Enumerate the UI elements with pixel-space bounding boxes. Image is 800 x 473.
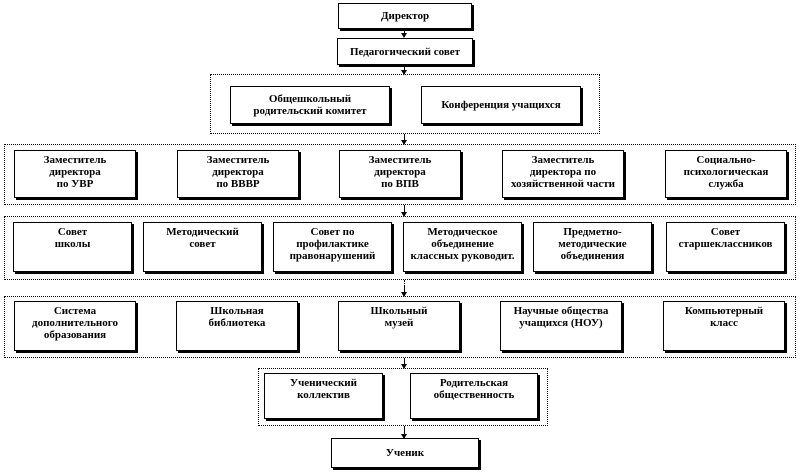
student-label: Ученик [385,447,425,459]
arrow-deputies-to-councils [401,205,407,217]
deputy-household-label: Заместитель директора по хозяйственной ч… [511,154,615,190]
deputy-household-box: Заместитель директора по хозяйственной ч… [502,150,624,198]
deputy-vvvr-box: Заместитель директора по ВВВР [177,150,299,198]
arrow-council-to-group1 [401,66,407,75]
museum-box: Школьный музей [338,301,460,351]
ped-council-box: Педагогический совет [337,38,473,65]
student-box: Ученик [331,438,479,468]
school-council-box: Совет школы [13,222,132,272]
nou-label: Научные общества учащихся (НОУ) [513,305,609,329]
deputy-vpv-box: Заместитель директора по ВПВ [339,150,461,198]
methodical-council-box: Методический совет [143,222,262,272]
director-box: Директор [338,3,472,29]
student-conference-box: Конференция учащихся [421,86,581,124]
group-parents-conference [210,74,600,134]
methodical-council-label: Методический совет [166,226,239,250]
museum-label: Школьный музей [370,305,428,329]
deputy-uvr-label: Заместитель директора по УВР [43,154,107,190]
school-council-label: Совет школы [54,226,91,250]
student-conference-label: Конференция учащихся [441,99,561,111]
library-box: Школьная библиотека [176,301,298,351]
class-teachers-association-box: Методическое объединение классных руково… [403,222,522,272]
computer-class-box: Компьютерный класс [663,301,785,351]
prevention-council-label: Совет по профилактике правонарушений [289,226,376,262]
arrow-collective-to-student [401,426,407,439]
parent-committee-box: Общешкольный родительский комитет [230,86,390,124]
arrow-councils-to-services [401,285,407,297]
group-services [4,296,796,358]
student-collective-box: Ученический коллектив [264,373,383,419]
group-councils [4,216,796,280]
additional-education-box: Система дополнительного образования [14,301,136,351]
psych-service-label: Социально- психологическая служба [683,154,769,190]
subject-associations-box: Предметно- методические объединения [533,222,652,272]
deputy-vpv-label: Заместитель директора по ВПВ [368,154,432,190]
senior-students-council-box: Совет старшеклассников [666,222,785,272]
subject-associations-label: Предметно- методические объединения [558,226,627,262]
student-collective-label: Ученический коллектив [290,377,357,401]
group-collective [258,368,548,426]
computer-class-label: Компьютерный класс [684,305,764,329]
ped-council-label: Педагогический совет [349,45,461,58]
arrow-group1-to-deputies [401,134,407,145]
parent-committee-label: Общешкольный родительский комитет [253,93,367,117]
senior-students-council-label: Совет старшеклассников [678,226,773,250]
deputy-vvvr-label: Заместитель директора по ВВВР [206,154,270,190]
parent-community-box: Родительская общественность [410,373,538,419]
library-label: Школьная библиотека [208,305,266,329]
nou-box: Научные общества учащихся (НОУ) [500,301,622,351]
director-label: Директор [380,10,430,22]
arrow-director-to-council [401,30,407,38]
deputy-uvr-box: Заместитель директора по УВР [14,150,136,198]
prevention-council-box: Совет по профилактике правонарушений [273,222,392,272]
group-deputies [4,144,796,205]
additional-education-label: Система дополнительного образования [32,305,118,341]
psych-service-box: Социально- психологическая служба [665,150,787,198]
arrow-services-to-collective [401,358,407,369]
parent-community-label: Родительская общественность [433,377,515,401]
class-teachers-association-label: Методическое объединение классных руково… [410,226,515,262]
